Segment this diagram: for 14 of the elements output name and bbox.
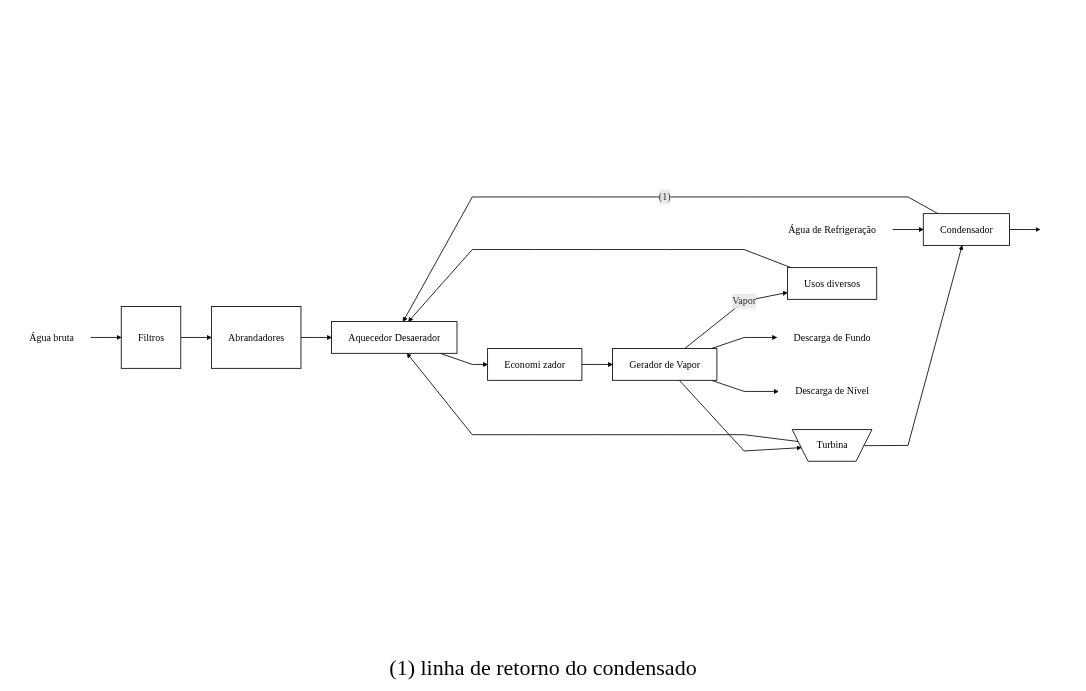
node-text: Água de Refrigeração — [788, 223, 876, 235]
node-box: Condensador — [922, 213, 1010, 246]
node-text: Água bruta — [29, 331, 74, 343]
node-box: Abrandadores — [211, 306, 302, 369]
node-box: Aquecedor Desaerador — [331, 321, 458, 354]
node-box: Economi zador — [487, 348, 583, 381]
node-text: Descarga de Fundo — [793, 331, 871, 343]
node-box: Gerador de Vapor — [612, 348, 718, 381]
node-text: Descarga de Nível — [795, 385, 869, 397]
node-box: Usos diversos — [787, 267, 878, 300]
caption: (1) linha de retorno do condensado — [389, 655, 697, 681]
edge-label: (1) — [658, 191, 671, 203]
edge-label: Vapor — [732, 295, 757, 307]
node-box: Filtros — [120, 306, 182, 369]
